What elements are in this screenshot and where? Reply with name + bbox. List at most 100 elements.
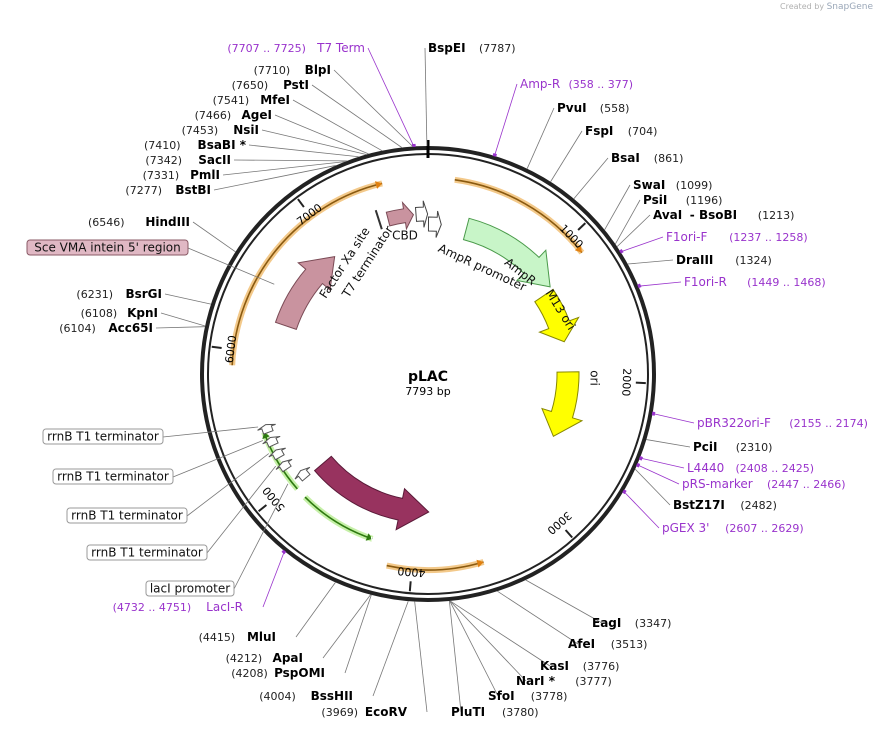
- leader-amp-r-1: [494, 83, 518, 157]
- site-bsai[interactable]: BsaI(861): [611, 151, 683, 165]
- site-draiii[interactable]: DraIII(1324): [676, 253, 772, 267]
- primer-coord: (2607 .. 2629): [725, 522, 804, 535]
- boxed-label-laci-promoter-5[interactable]: lacI promoter: [145, 580, 235, 597]
- feature-ampr[interactable]: [462, 217, 551, 288]
- site-bsrgi[interactable]: BsrGI(6231): [76, 287, 162, 301]
- primer-coord: (4732 .. 4751): [113, 601, 192, 614]
- primer-f1ori-f[interactable]: F1ori-F(1237 .. 1258): [666, 230, 808, 244]
- site-pvui[interactable]: PvuI(558): [557, 101, 629, 115]
- site-coord: (4415): [199, 631, 236, 644]
- site-psti[interactable]: PstI(7650): [232, 78, 309, 92]
- site-fspi[interactable]: FspI(704): [585, 124, 657, 138]
- site-sfoi[interactable]: SfoI(3778): [488, 689, 567, 703]
- feature-t7-terminator[interactable]: [414, 200, 429, 228]
- site-eagi[interactable]: EagI(3347): [592, 616, 671, 630]
- site-coord: (3777): [575, 675, 612, 688]
- site-coord: (7541): [213, 94, 250, 107]
- primer-amp-r[interactable]: Amp-R(358 .. 377): [520, 77, 633, 91]
- scale-tick-4000: [408, 581, 412, 592]
- primer-mark-f1ori-r: [637, 283, 642, 289]
- boxed-label-box: [52, 468, 174, 485]
- leader-ecorv-19: [414, 601, 428, 713]
- leader-afei-18: [497, 590, 579, 645]
- boxed-label-rrnb-t1-terminator-4[interactable]: rrnB T1 terminator: [86, 544, 208, 561]
- boxed-label-rrnb-t1-terminator-3[interactable]: rrnB T1 terminator: [66, 507, 188, 524]
- site-bstbi[interactable]: BstBI(7277): [125, 183, 211, 197]
- site-blpi[interactable]: BlpI(7710): [254, 63, 331, 77]
- site-pspomi[interactable]: PspOMI(4208): [231, 666, 325, 680]
- primer-laci-r[interactable]: LacI-R(4732 .. 4751): [113, 600, 243, 614]
- orange-arc-head-0: [574, 245, 582, 253]
- site-nsii[interactable]: NsiI(7453): [182, 123, 259, 137]
- primer-pbr322ori-f[interactable]: pBR322ori-F(2155 .. 2174): [697, 416, 868, 430]
- primer-name: pBR322ori-F: [697, 416, 771, 430]
- inner-label-cbd: CBD: [392, 229, 418, 243]
- site-agei[interactable]: AgeI(7466): [195, 108, 272, 122]
- site-name: DraIII: [676, 253, 713, 267]
- credit-brand: SnapGene: [826, 2, 873, 12]
- boxed-label-rrnb-t1-terminator-2[interactable]: rrnB T1 terminator: [52, 468, 174, 485]
- leader-psti-2: [311, 84, 402, 148]
- site-psii[interactable]: PsiI(1196): [643, 193, 722, 207]
- site-name: BstBI: [175, 183, 211, 197]
- site-bstz17i[interactable]: BstZ17I(2482): [673, 498, 777, 512]
- scale-tick-1000: [577, 222, 587, 231]
- feature-sce-vma-intein-5-region[interactable]: [274, 255, 336, 331]
- site-apai[interactable]: ApaI(4212): [226, 651, 303, 665]
- site-pcii[interactable]: PciI(2310): [693, 440, 772, 454]
- boxed-label-box: [145, 580, 235, 597]
- primer-coord: (7707 .. 7725): [227, 42, 306, 55]
- factor-xa-site-marker[interactable]: [374, 209, 383, 230]
- feature-cbd[interactable]: [385, 201, 415, 231]
- site-name: EcoRV: [365, 705, 408, 719]
- primer-l4440[interactable]: L4440(2408 .. 2425): [687, 461, 814, 475]
- site-pmli[interactable]: PmlI(7331): [143, 168, 220, 182]
- boxed-label-sce-vma-intein-5-region-0[interactable]: Sce VMA intein 5' region: [26, 239, 189, 256]
- primer-t7-term[interactable]: T7 Term(7707 .. 7725): [227, 41, 365, 55]
- site-mfei[interactable]: MfeI(7541): [213, 93, 290, 107]
- site-mlui[interactable]: MluI(4415): [199, 630, 276, 644]
- site-bspei[interactable]: BspEI(7787): [428, 41, 516, 55]
- primer-coord: (2408 .. 2425): [736, 462, 815, 475]
- site-coord: (2482): [740, 499, 777, 512]
- site-pluti[interactable]: PluTI(3780): [451, 705, 539, 719]
- site-avai[interactable]: AvaI- BsoBI(1213): [653, 208, 794, 222]
- feature-ampr-promoter[interactable]: [427, 210, 442, 238]
- primer-pgex-3[interactable]: pGEX 3'(2607 .. 2629): [662, 521, 804, 535]
- site-bsabi[interactable]: BsaBI *(7410): [144, 138, 247, 152]
- features-group: [257, 200, 584, 531]
- site-acc65i[interactable]: Acc65I(6104): [59, 321, 153, 335]
- boxed-label-rrnb-t1-terminator-1[interactable]: rrnB T1 terminator: [42, 428, 164, 445]
- site-swai[interactable]: SwaI(1099): [633, 178, 712, 192]
- site-afei[interactable]: AfeI(3513): [568, 637, 647, 651]
- terminator-arrow-0[interactable]: [257, 423, 276, 435]
- primer-prs-marker[interactable]: pRS-marker(2447 .. 2466): [682, 477, 846, 491]
- site-coord: (6546): [88, 216, 125, 229]
- feature-ori[interactable]: [541, 371, 584, 437]
- site-name: NarI *: [516, 674, 556, 688]
- site-hindiii[interactable]: HindIII(6546): [88, 215, 190, 229]
- site-bsshii[interactable]: BssHII(4004): [259, 689, 353, 703]
- site-coord: (7650): [232, 79, 269, 92]
- credit-prefix: Created by: [780, 2, 825, 11]
- terminator-arrow-3[interactable]: [275, 458, 293, 473]
- leader-psii-6: [614, 199, 641, 245]
- boxed-label-leader: [172, 440, 264, 478]
- center-group: pLAC 7793 bp: [405, 369, 450, 398]
- site-kpni[interactable]: KpnI(6108): [81, 306, 158, 320]
- feature-laci[interactable]: [313, 455, 430, 531]
- site-sacii[interactable]: SacII(7342): [145, 153, 231, 167]
- leader-pcii-12: [646, 439, 691, 448]
- primer-mark-pbr322ori-f: [651, 411, 656, 416]
- terminator-arrow-2[interactable]: [268, 447, 286, 461]
- site-name: BlpI: [305, 63, 331, 77]
- site-nari[interactable]: NarI * (3777): [516, 674, 612, 688]
- primer-name: F1ori-R: [684, 275, 727, 289]
- terminator-arrow-1[interactable]: [262, 435, 281, 448]
- site-ecorv[interactable]: EcoRV(3969): [321, 705, 407, 719]
- laci-promoter-arrow[interactable]: [294, 466, 311, 482]
- site-kasi[interactable]: KasI(3776): [540, 659, 619, 673]
- primer-f1ori-r[interactable]: F1ori-R(1449 .. 1468): [684, 275, 826, 289]
- feature-m13-ori[interactable]: [534, 288, 580, 343]
